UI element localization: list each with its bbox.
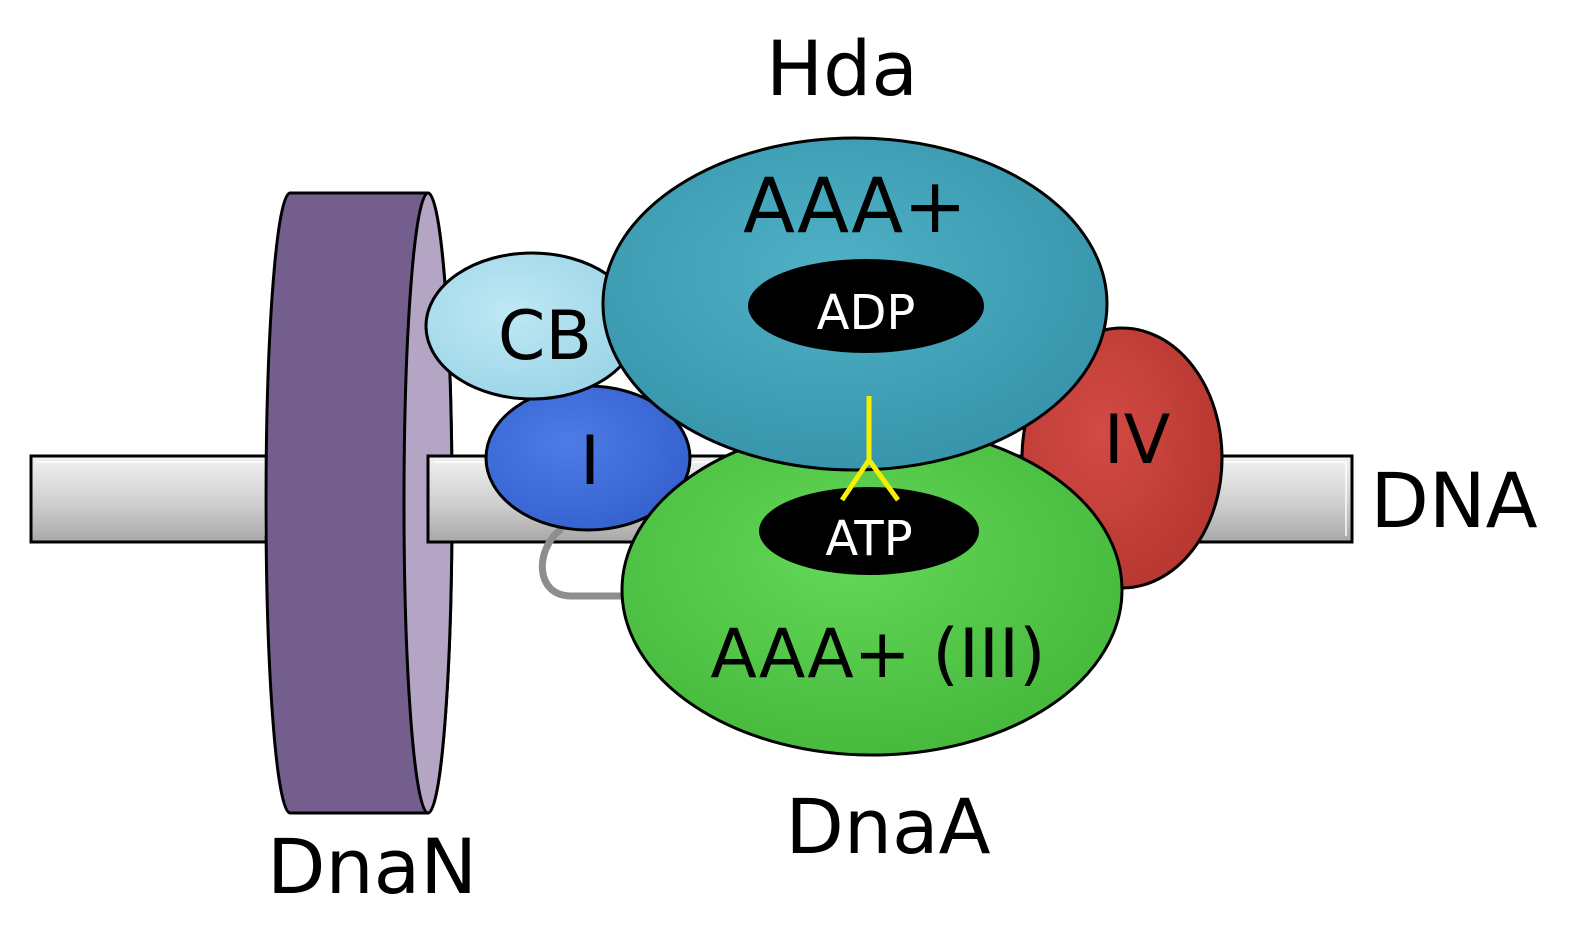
hda-label: Hda <box>766 24 918 113</box>
dna-bar-left <box>29 454 273 544</box>
dnaa-aaa-label: AAA+ (III) <box>710 615 1045 694</box>
adp-label: ADP <box>817 285 916 341</box>
domain-iv-label: IV <box>1104 401 1171 480</box>
adp-pill <box>748 259 984 353</box>
dna-label: DNA <box>1370 456 1537 545</box>
domain-i-label: I <box>580 422 600 501</box>
hda-aaa-label: AAA+ <box>743 161 967 250</box>
domain-linker <box>538 526 644 600</box>
dnaa-aaa-domain <box>620 423 1124 757</box>
dnan-clamp <box>264 191 454 815</box>
atp-pill <box>759 487 979 575</box>
atp-label: ATP <box>825 511 912 567</box>
dnan-label: DnaN <box>267 822 477 911</box>
dnaa-label: DnaA <box>785 782 990 871</box>
interaction-mark <box>839 396 901 502</box>
cb-label: CB <box>498 297 592 376</box>
